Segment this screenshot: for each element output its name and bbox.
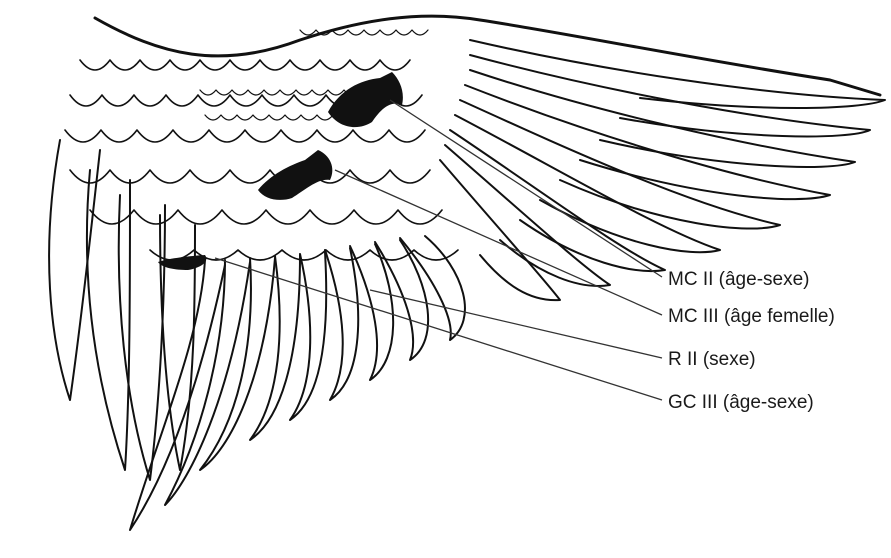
callout-mc2-label: MC II (âge-sexe) (668, 270, 809, 289)
mc3-marking (258, 150, 332, 200)
mc2-marking (328, 72, 403, 127)
callout-gc3-label: GC III (âge-sexe) (668, 393, 814, 412)
leader-gc3 (215, 258, 662, 400)
wing-leading-edge (95, 16, 880, 95)
secondary-feathers (49, 140, 465, 530)
callout-r2-label: R II (sexe) (668, 350, 756, 369)
callout-mc3-label: MC III (âge femelle) (668, 307, 835, 326)
leader-mc2 (390, 100, 662, 277)
